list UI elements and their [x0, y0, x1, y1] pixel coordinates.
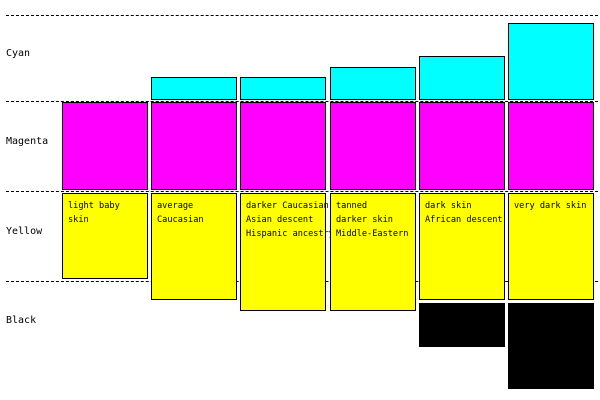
- row-label-yellow: Yellow: [6, 226, 43, 237]
- skin-tone-label-line: darker skin: [336, 215, 393, 225]
- magenta-box-5: [419, 102, 505, 190]
- magenta-box-3: [240, 102, 326, 190]
- black-box-5: [419, 303, 505, 347]
- skin-tone-label-line: average: [157, 201, 194, 211]
- skin-tone-label-line: dark skin: [425, 201, 472, 211]
- skin-tone-label-6: very dark skin: [509, 194, 590, 213]
- row-divider: [6, 15, 598, 16]
- skin-tone-label-line: skin: [68, 215, 89, 225]
- cyan-box-3: [240, 77, 326, 100]
- cyan-box-5: [419, 56, 505, 100]
- magenta-box-6: [508, 102, 594, 190]
- skin-tone-label-line: Caucasian: [157, 215, 204, 225]
- row-label-cyan: Cyan: [6, 48, 31, 59]
- skin-tone-label-line: Middle-Eastern: [336, 229, 409, 239]
- skin-tone-label-line: Asian descent: [246, 215, 314, 225]
- yellow-box-6: very dark skin: [508, 193, 594, 300]
- row-divider: [6, 101, 598, 102]
- row-divider: [6, 191, 598, 192]
- skin-tone-label-line: African descent: [425, 215, 503, 225]
- cyan-box-6: [508, 23, 594, 100]
- row-label-black: Black: [6, 315, 37, 326]
- yellow-box-1: light baby skin: [62, 193, 148, 279]
- magenta-box-2: [151, 102, 237, 190]
- skin-tone-label-line: Hispanic ancestry: [246, 229, 334, 239]
- skin-tone-label-line: light baby: [68, 201, 120, 211]
- row-label-magenta: Magenta: [6, 136, 49, 147]
- skin-tone-label-line: very dark skin: [514, 201, 587, 211]
- skin-tone-label-line: tanned: [336, 201, 368, 211]
- magenta-box-4: [330, 102, 416, 190]
- cyan-box-2: [151, 77, 237, 100]
- skin-tone-label-1: light baby skin: [63, 194, 124, 227]
- cyan-box-4: [330, 67, 416, 100]
- magenta-box-1: [62, 102, 148, 190]
- skin-tone-label-line: darker Caucasian: [246, 201, 329, 211]
- black-box-6: [508, 303, 594, 389]
